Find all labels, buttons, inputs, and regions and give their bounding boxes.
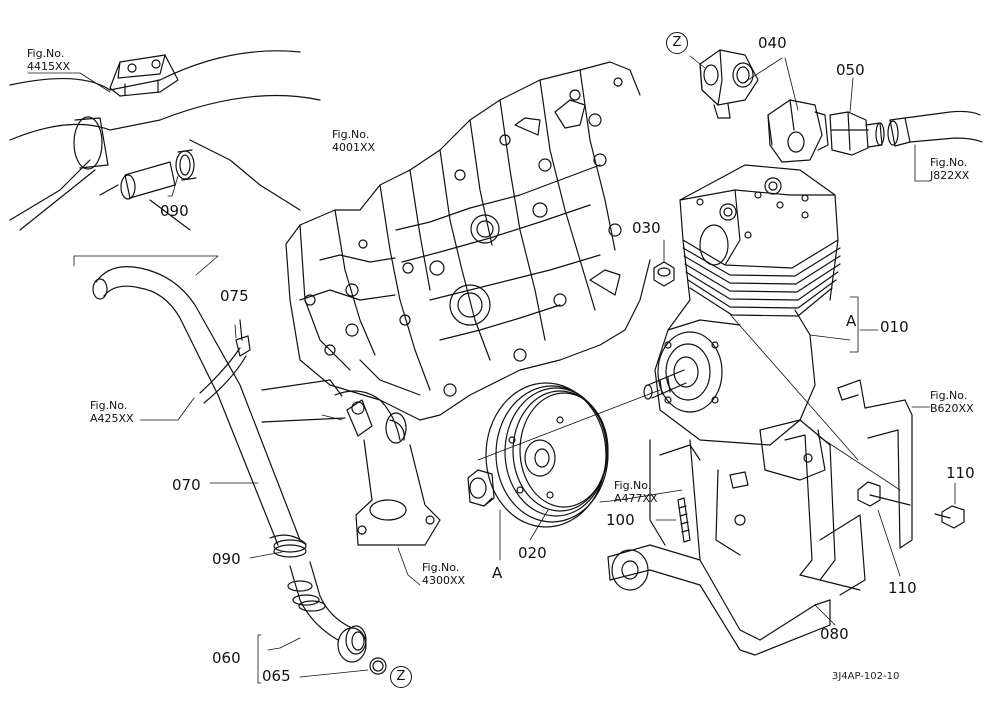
bracket-b620xx-drawing [837, 379, 913, 549]
bolts-110-drawing [857, 481, 965, 529]
leader-lines-compressor [663, 55, 931, 353]
stud-100-drawing [677, 497, 691, 543]
part-label-110-right: 110 [946, 464, 975, 482]
fig-ref-label: Fig.No. [930, 389, 968, 402]
fig-ref-number: J822XX [930, 169, 970, 182]
nut-pulley-drawing [467, 469, 495, 507]
fig-ref-4415xx: Fig.No. 4415XX [27, 47, 70, 73]
fig-ref-a425xx: Fig.No. A425XX [90, 399, 134, 425]
part-label-020: 020 [518, 544, 547, 562]
fig-ref-number: 4415XX [27, 60, 71, 73]
part-label-110-lower: 110 [888, 579, 917, 597]
part-label-090-upper: 090 [160, 202, 189, 220]
compressor-010-drawing [643, 164, 841, 481]
outlet-elbow-drawing [261, 379, 441, 546]
part-label-060: 060 [212, 649, 241, 667]
fig-ref-4001xx: Fig.No. 4001XX [332, 128, 375, 154]
ref-mark-a-compressor: A [846, 312, 857, 330]
part-label-010: 010 [880, 318, 909, 336]
elbow-pipe-060-drawing [287, 561, 387, 675]
ref-mark-z-upper: Z [666, 32, 688, 54]
clamp-075-drawing [199, 319, 251, 404]
ref-mark-z-lower: Z [390, 666, 412, 688]
document-id: 3J4AP-102-10 [832, 671, 900, 682]
leader-lines-pulley [477, 389, 661, 561]
fig-ref-number: A425XX [90, 412, 134, 425]
fig-ref-label: Fig.No. [90, 399, 128, 412]
fig-ref-label: Fig.No. [614, 479, 652, 492]
fig-ref-number: 4300XX [422, 574, 466, 587]
fig-ref-a477xx: Fig.No. A477XX [614, 479, 658, 505]
fig-ref-label: Fig.No. [27, 47, 65, 60]
part-label-040: 040 [758, 34, 787, 52]
ref-mark-a-pulley: A [492, 564, 503, 582]
fig-ref-label: Fig.No. [422, 561, 460, 574]
pulley-020-drawing [485, 382, 609, 528]
hose-070-drawing [92, 266, 307, 558]
leader-lines-bracket [599, 311, 956, 626]
fig-ref-label: Fig.No. [332, 128, 370, 141]
leader-lines-upper-left [27, 72, 179, 197]
part-label-065: 065 [262, 667, 291, 685]
part-label-070: 070 [172, 476, 201, 494]
part-label-075: 075 [220, 287, 249, 305]
fig-ref-number: B620XX [930, 402, 974, 415]
bracket-080-drawing [607, 419, 866, 656]
leader-lines-elbow [321, 414, 421, 586]
fig-ref-b620xx: Fig.No. B620XX [930, 389, 974, 415]
fig-ref-number: A477XX [614, 492, 658, 505]
part-label-100: 100 [606, 511, 635, 529]
engine-block-drawing [285, 61, 651, 421]
fittings-040-050-drawing [699, 49, 983, 163]
part-label-090-lower: 090 [212, 550, 241, 568]
nut-030-drawing [653, 261, 675, 287]
part-label-080: 080 [820, 625, 849, 643]
fig-ref-number: 4001XX [332, 141, 376, 154]
leader-lines-hose [73, 255, 369, 684]
fig-ref-4300xx: Fig.No. 4300XX [422, 561, 465, 587]
part-label-030: 030 [632, 219, 661, 237]
fig-ref-label: Fig.No. [930, 156, 968, 169]
fig-ref-j822xx: Fig.No. J822XX [930, 156, 969, 182]
part-label-050: 050 [836, 61, 865, 79]
